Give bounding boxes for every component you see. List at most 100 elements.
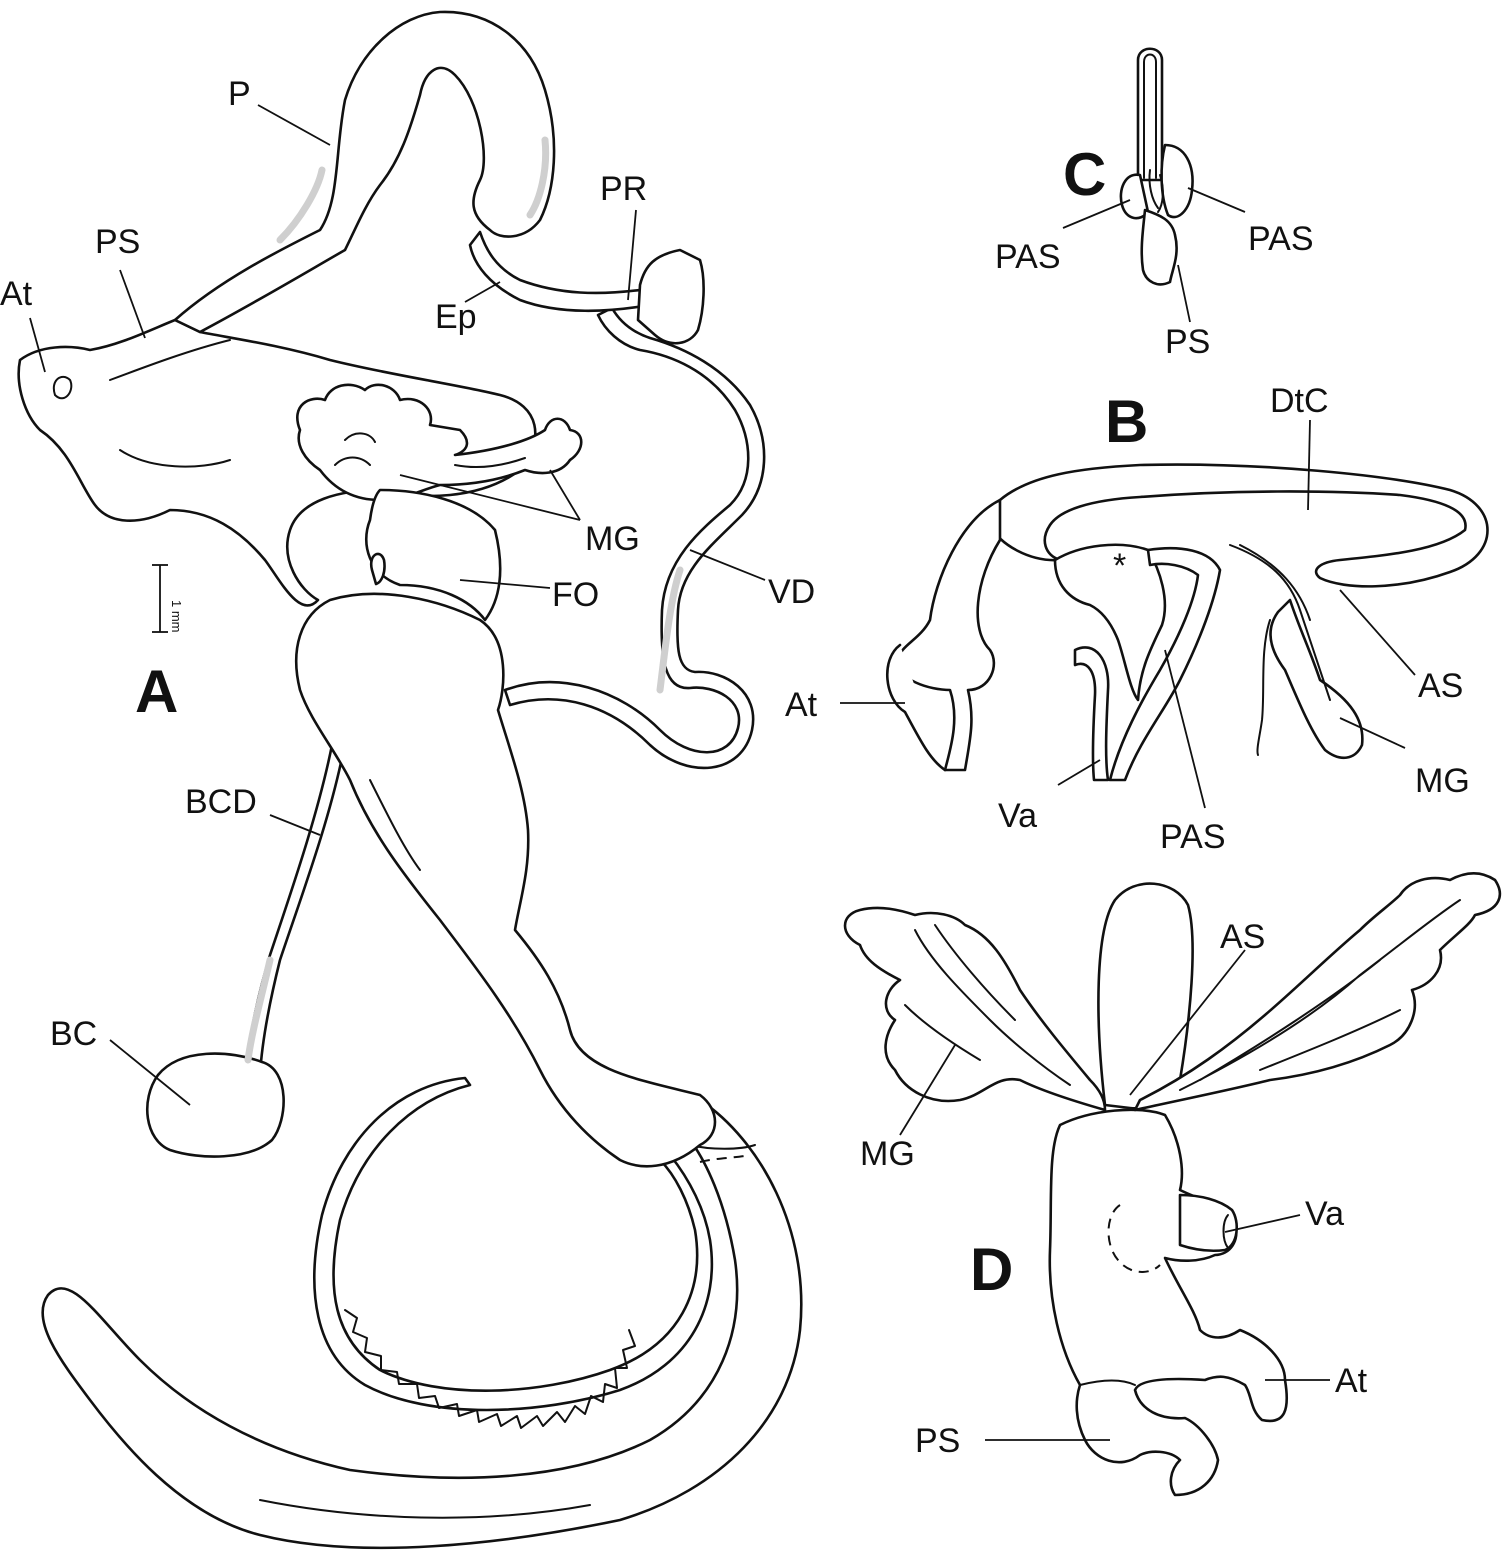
label-c-pas-right: PAS: [1248, 220, 1314, 258]
leader-c-pas-left: [1062, 199, 1131, 229]
panel-b: DtC At AS MG Va PAS * B: [785, 382, 1489, 856]
leader-a-vd: [689, 549, 766, 581]
panel-c-accessory-sac-left: [1119, 173, 1150, 220]
label-b-mg: MG: [1415, 762, 1470, 800]
leader-a-p: [257, 104, 331, 146]
label-b-dtc: DtC: [1270, 382, 1329, 420]
label-d-mg: MG: [860, 1135, 915, 1173]
label-d-as: AS: [1220, 918, 1265, 956]
panel-b-accessory-sac: [1053, 543, 1167, 702]
panel-a-mucous-gland-folds: [334, 432, 526, 468]
leader-a-ps: [119, 269, 146, 339]
panel-d-body-crease: [1079, 1379, 1136, 1386]
label-a-ps: PS: [95, 223, 140, 261]
panel-c: PAS PAS PS C: [995, 47, 1314, 361]
label-a-fo: FO: [552, 576, 599, 614]
panel-c-outer-tube: [1136, 47, 1164, 182]
panel-b-left-gland: [1256, 619, 1271, 756]
panel-a-atrium-creases: [109, 339, 231, 468]
leader-a-bcd: [269, 814, 321, 836]
label-a-pr: PR: [600, 170, 647, 208]
label-b-pas: PAS: [1160, 818, 1226, 856]
panel-a-genital-pore: [52, 375, 73, 400]
leader-a-mg-1: [399, 474, 581, 521]
label-a-at: At: [0, 275, 33, 313]
label-c-ps: PS: [1165, 323, 1210, 361]
label-a-ep: Ep: [435, 298, 477, 336]
panel-a-bursa-copulatrix: [145, 1052, 285, 1158]
leader-b-mg: [1339, 717, 1406, 749]
panel-b-dart-chamber: [988, 463, 1489, 588]
label-d-va: Va: [1305, 1195, 1344, 1233]
panel-d-right-gland-lobes: [1179, 899, 1461, 1091]
panel-d-vagina-stub: [1178, 1193, 1239, 1253]
panel-a-fo-tip: [369, 552, 386, 586]
panel-a-curved-organ-crease: [259, 1499, 591, 1519]
panel-d-mucous-gland-right: [1133, 871, 1501, 1112]
panel-b-mucous-gland: [1269, 598, 1364, 759]
label-a-vd: VD: [768, 573, 815, 611]
panel-d-main-body: [1048, 1108, 1289, 1497]
panel-a-loop-wrinkles: [344, 1309, 636, 1429]
panel-letter-b: B: [1105, 388, 1148, 455]
panel-a-junction-dash: [699, 1154, 751, 1163]
leader-a-at: [29, 317, 46, 373]
panel-a: 1 mm P PS At PR Ep MG FO VD BCD BC A: [0, 10, 815, 1550]
label-c-pas-left: PAS: [995, 238, 1061, 276]
leader-c-ps: [1177, 264, 1191, 323]
panel-a-epiphallus: [468, 230, 652, 313]
leader-a-fo: [459, 579, 551, 589]
panel-letter-d: D: [970, 1236, 1013, 1303]
panel-b-atrium-lower: [886, 643, 947, 772]
panel-c-base: [1140, 208, 1178, 286]
panel-letter-a: A: [135, 658, 178, 725]
leader-b-as: [1339, 589, 1416, 676]
panel-c-inner-details: [1148, 169, 1164, 213]
label-b-at: At: [785, 686, 818, 724]
leader-b-pas: [1164, 649, 1206, 809]
scale-bar-label: 1 mm: [169, 600, 184, 633]
panel-a-curved-lower-organ: [41, 1098, 803, 1550]
panel-c-inner-tube: [1143, 53, 1157, 179]
panel-d-left-gland-lobes: [904, 924, 1071, 1086]
panel-a-shading: [244, 136, 684, 1064]
leader-a-bc: [109, 1039, 191, 1106]
leader-d-va: [1224, 1214, 1301, 1233]
label-b-marker: *: [1113, 547, 1126, 585]
leader-a-mg-2: [549, 469, 581, 521]
label-b-as: AS: [1418, 667, 1463, 705]
leader-a-pr: [627, 209, 637, 301]
leader-a-ep: [464, 281, 501, 303]
leader-c-pas-right: [1187, 187, 1246, 213]
panel-d: AS MG Va At PS D: [843, 871, 1501, 1497]
panel-a-fertilization-organ: [365, 488, 502, 622]
panel-b-gland-duct: [1229, 544, 1331, 701]
panel-b-pas-tube: [1108, 546, 1222, 782]
leader-b-dtc: [1307, 419, 1311, 511]
label-a-bcd: BCD: [185, 783, 257, 821]
label-a-mg: MG: [585, 520, 640, 558]
leader-b-va: [1057, 759, 1101, 786]
panel-a-bursa-duct: [244, 743, 346, 1077]
panel-d-vagina-opening: [1222, 1214, 1229, 1249]
label-d-ps: PS: [915, 1422, 960, 1460]
leader-d-as: [1129, 949, 1246, 1096]
panel-letter-c: C: [1063, 141, 1106, 208]
leader-d-mg: [899, 1044, 956, 1136]
panel-b-vagina-tube: [1073, 646, 1110, 782]
label-a-bc: BC: [50, 1015, 97, 1053]
panel-c-accessory-sac-right: [1160, 143, 1194, 219]
label-a-p: P: [228, 75, 251, 113]
panel-a-penis: [173, 10, 556, 334]
panel-d-mucous-gland-left: [843, 906, 1107, 1112]
label-b-va: Va: [998, 797, 1037, 835]
panel-d-dashed-outline: [1107, 1204, 1161, 1273]
panel-a-penial-retractor: [636, 248, 705, 345]
panel-b-atrium-wall: [896, 498, 1002, 772]
panel-a-main-body: [294, 592, 717, 1168]
label-d-at: At: [1335, 1362, 1368, 1400]
panel-a-main-body-crease: [369, 779, 421, 871]
panel-a-convoluted-loop: [313, 1076, 714, 1412]
